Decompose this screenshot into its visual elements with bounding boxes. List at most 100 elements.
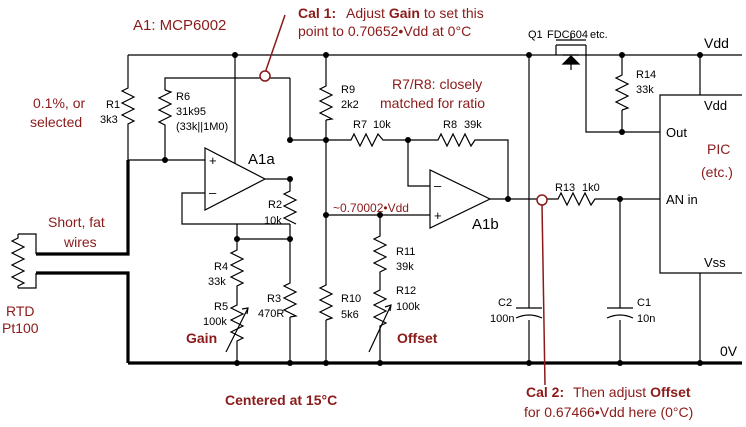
r6-ref: R6 [176, 91, 190, 103]
r8-ref: R8 [443, 119, 457, 131]
rtd-lead-bottom [18, 273, 37, 289]
c2-ref: C2 [498, 297, 512, 309]
r13-ref: R13 [555, 182, 575, 194]
r5-tag: Gain [186, 330, 217, 346]
pic-sub: (etc.) [701, 164, 733, 180]
r11-ref: R11 [396, 246, 415, 258]
q1-drain-wire [585, 55, 660, 133]
r11-resistor [372, 233, 388, 280]
rtd-line2: Pt100 [2, 320, 39, 336]
cal1-leader [264, 14, 286, 74]
r8-val: 39k [464, 119, 482, 131]
gain-node-wire [236, 224, 291, 363]
r7-ref: R7 [353, 119, 367, 131]
gnd-net-label: 0V [720, 343, 738, 359]
cal2-key: Offset [650, 384, 691, 400]
r3-resistor [282, 280, 298, 318]
r1-resistor [120, 85, 136, 130]
center-note: Centered at 15°C [225, 392, 337, 408]
r2-val: 10k [264, 215, 282, 227]
vdd-net-label: Vdd [704, 35, 729, 51]
rtd-line1: RTD [6, 303, 35, 319]
cal2-probe-circle [536, 194, 548, 206]
q1-extra: etc. [590, 29, 608, 41]
r8-resistor [435, 132, 480, 148]
junction-dot [617, 360, 623, 366]
cal1-text: Adjust Gain to set this [346, 5, 484, 21]
r2-ref: R2 [268, 199, 282, 211]
r5-pot-arrowhead [241, 307, 249, 315]
q1-val: FDC604 [547, 29, 588, 41]
r10-resistor [318, 282, 334, 321]
ratio-note-line2: matched for ratio [380, 95, 485, 111]
c1-plate-bottom [606, 314, 634, 319]
junction-dot [617, 196, 623, 202]
pct-note-line2: selected [30, 114, 82, 130]
rtd-pt100 [10, 234, 26, 288]
pic-vdd-pin: Vdd [704, 98, 727, 113]
cal1-line2: point to 0.70652•Vdd at 0°C [298, 23, 471, 39]
opamp-a1a-label: A1a [248, 151, 275, 168]
r4-resistor [229, 239, 245, 295]
r12-tag: Offset [397, 330, 438, 346]
r12-val: 100k [396, 301, 420, 313]
pic-anin-pin: AN in [666, 192, 698, 207]
a1a-plus-pin: + [209, 153, 217, 168]
rtd-short-fat-wire [36, 160, 130, 256]
junction-dot [619, 129, 625, 135]
r12-ref: R12 [396, 285, 416, 297]
q1-body-diode [561, 55, 581, 65]
r1-val: 3k3 [100, 114, 118, 126]
cal1-pre: Adjust [346, 5, 389, 21]
r12-offset-pot [372, 280, 388, 363]
pic-block [659, 94, 742, 274]
r7-r8-node [386, 139, 435, 187]
pct-note-line1: 0.1%, or [33, 95, 85, 111]
cal2-text: Then adjust Offset [573, 384, 691, 400]
r7-resistor [348, 132, 386, 148]
r14-ref: R14 [636, 69, 656, 81]
q1-diode-bar [563, 54, 579, 70]
cal2-leader [541, 203, 546, 386]
junction-dot [234, 360, 240, 366]
junction-dot [323, 360, 329, 366]
junction-dot [405, 137, 411, 143]
r12-pot-arrowhead [384, 304, 392, 312]
junction-dot [697, 52, 703, 58]
rtd-return-wire [36, 271, 130, 363]
junction-dot [377, 212, 383, 218]
junction-dot [234, 236, 240, 242]
r10-ref: R10 [341, 293, 361, 305]
a1b-minus-pin: – [434, 178, 442, 193]
c1-ref: C1 [637, 297, 651, 309]
cal2-pre: Then adjust [573, 384, 650, 400]
r9-ref: R9 [341, 84, 355, 96]
a1a-minus-pin: – [209, 185, 217, 200]
q1-source-drain [555, 45, 587, 55]
opamp-a1b-label: A1b [472, 216, 499, 233]
r5-pot-arrow [225, 307, 249, 353]
pic-vss-pin: Vss [704, 255, 726, 270]
r14-resistor [614, 72, 630, 111]
ratio-note-line1: R7/R8: closely [392, 76, 482, 92]
opamp-a1a [204, 147, 267, 211]
a1a-feedback-wire [181, 192, 290, 225]
short-note-line1: Short, fat [48, 214, 105, 230]
r2-resistor [282, 188, 298, 225]
opamp-a1b [429, 169, 492, 229]
a1b-plus-pin: + [434, 208, 442, 223]
junction-dot [377, 360, 383, 366]
cal1-probe-circle [259, 70, 271, 82]
pic-out-pin: Out [666, 125, 687, 140]
r9-resistor [318, 83, 334, 121]
junction-dot [323, 212, 329, 218]
junction-dot [697, 360, 703, 366]
rtd-lead-top [18, 233, 37, 254]
r13-val: 1k0 [582, 182, 600, 194]
vref-note: ~0.70002•Vdd [333, 201, 409, 215]
q1-ref: Q1 [528, 29, 543, 41]
junction-dot [287, 360, 293, 366]
junction-dot [323, 137, 329, 143]
